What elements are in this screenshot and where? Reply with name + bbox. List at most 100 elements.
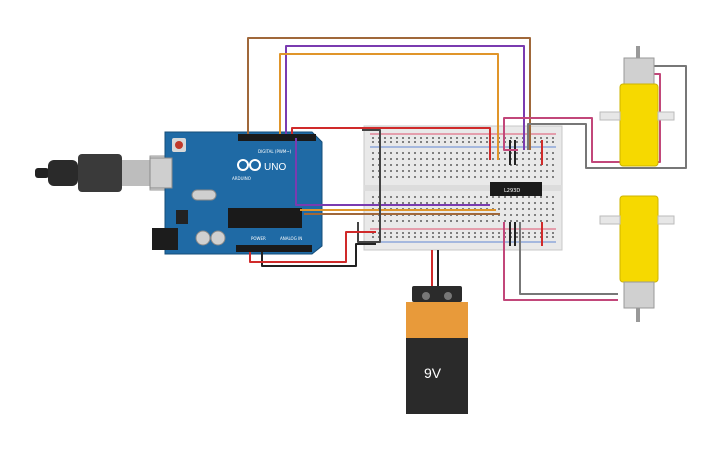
breadboard-hole	[486, 196, 488, 198]
breadboard-hole	[480, 236, 482, 238]
breadboard-hole	[534, 202, 536, 204]
breadboard-hole	[504, 202, 506, 204]
breadboard-hole	[420, 170, 422, 172]
breadboard-hole	[444, 220, 446, 222]
breadboard-hole	[534, 214, 536, 216]
breadboard-hole	[444, 164, 446, 166]
breadboard-hole	[546, 236, 548, 238]
breadboard-hole	[534, 196, 536, 198]
breadboard-hole	[402, 202, 404, 204]
breadboard-hole	[486, 164, 488, 166]
breadboard-hole	[492, 164, 494, 166]
breadboard-hole	[426, 152, 428, 154]
breadboard-hole	[540, 170, 542, 172]
breadboard-hole	[456, 170, 458, 172]
breadboard-hole	[516, 196, 518, 198]
breadboard-hole	[432, 137, 434, 139]
breadboard-hole	[402, 164, 404, 166]
breadboard-hole	[504, 170, 506, 172]
breadboard-hole	[492, 232, 494, 234]
breadboard-hole	[480, 152, 482, 154]
breadboard-hole	[528, 164, 530, 166]
breadboard-hole	[504, 214, 506, 216]
breadboard-hole	[432, 141, 434, 143]
breadboard-hole	[444, 196, 446, 198]
breadboard-hole	[390, 202, 392, 204]
breadboard-hole	[552, 236, 554, 238]
breadboard-hole	[546, 214, 548, 216]
breadboard-hole	[528, 232, 530, 234]
breadboard-hole	[516, 214, 518, 216]
breadboard-hole	[408, 202, 410, 204]
breadboard-hole	[486, 236, 488, 238]
power-jack	[152, 228, 178, 250]
board-brand: UNO	[264, 162, 286, 173]
breadboard-hole	[534, 220, 536, 222]
breadboard-hole	[498, 236, 500, 238]
breadboard-hole	[462, 164, 464, 166]
breadboard-hole	[396, 202, 398, 204]
breadboard-hole	[396, 164, 398, 166]
breadboard-hole	[546, 176, 548, 178]
breadboard-hole	[384, 220, 386, 222]
breadboard-hole	[384, 137, 386, 139]
breadboard-hole	[408, 137, 410, 139]
breadboard-hole	[426, 137, 428, 139]
breadboard-hole	[462, 158, 464, 160]
breadboard-hole	[486, 158, 488, 160]
breadboard-hole	[390, 220, 392, 222]
breadboard-hole	[504, 220, 506, 222]
breadboard-hole	[462, 196, 464, 198]
breadboard-hole	[510, 208, 512, 210]
breadboard-hole	[426, 164, 428, 166]
digital-header	[238, 134, 316, 141]
breadboard-hole	[522, 232, 524, 234]
breadboard-hole	[390, 164, 392, 166]
breadboard-hole	[426, 170, 428, 172]
breadboard-hole	[480, 232, 482, 234]
breadboard-hole	[384, 164, 386, 166]
battery-9v[interactable]: 9V	[406, 286, 468, 414]
breadboard-hole	[516, 220, 518, 222]
breadboard-hole	[402, 141, 404, 143]
breadboard-hole	[546, 202, 548, 204]
breadboard-hole	[438, 202, 440, 204]
analog-power-header	[236, 245, 312, 252]
breadboard-hole	[450, 176, 452, 178]
breadboard-hole	[528, 152, 530, 154]
breadboard-hole	[414, 137, 416, 139]
breadboard-hole	[462, 232, 464, 234]
breadboard-hole	[486, 176, 488, 178]
breadboard-hole	[540, 220, 542, 222]
breadboard[interactable]: L293D	[363, 125, 563, 251]
breadboard-hole	[432, 170, 434, 172]
breadboard-hole	[444, 176, 446, 178]
breadboard-hole	[504, 164, 506, 166]
breadboard-hole	[384, 141, 386, 143]
breadboard-hole	[396, 170, 398, 172]
breadboard-hole	[552, 196, 554, 198]
breadboard-hole	[390, 176, 392, 178]
digital-header-label: DIGITAL (PWM~)	[258, 149, 292, 154]
breadboard-hole	[372, 152, 374, 154]
dc-motor-bottom[interactable]	[599, 195, 675, 322]
breadboard-hole	[522, 220, 524, 222]
arduino-board[interactable]: ARDUINO UNO DIGITAL (PWM~) POWER ANALOG …	[149, 131, 323, 255]
breadboard-hole	[492, 236, 494, 238]
breadboard-hole	[480, 141, 482, 143]
breadboard-hole	[432, 220, 434, 222]
wire-gray-gnd	[357, 129, 381, 243]
breadboard-hole	[534, 236, 536, 238]
breadboard-hole	[390, 137, 392, 139]
breadboard-hole	[534, 158, 536, 160]
breadboard-hole	[420, 137, 422, 139]
breadboard-hole	[438, 176, 440, 178]
wire-gray-m2	[519, 222, 618, 295]
breadboard-hole	[384, 158, 386, 160]
dc-motor-top[interactable]	[599, 46, 675, 167]
wire-purple-mid	[295, 138, 490, 206]
breadboard-hole	[510, 176, 512, 178]
breadboard-hole	[420, 236, 422, 238]
breadboard-hole	[402, 232, 404, 234]
breadboard-hole	[432, 196, 434, 198]
